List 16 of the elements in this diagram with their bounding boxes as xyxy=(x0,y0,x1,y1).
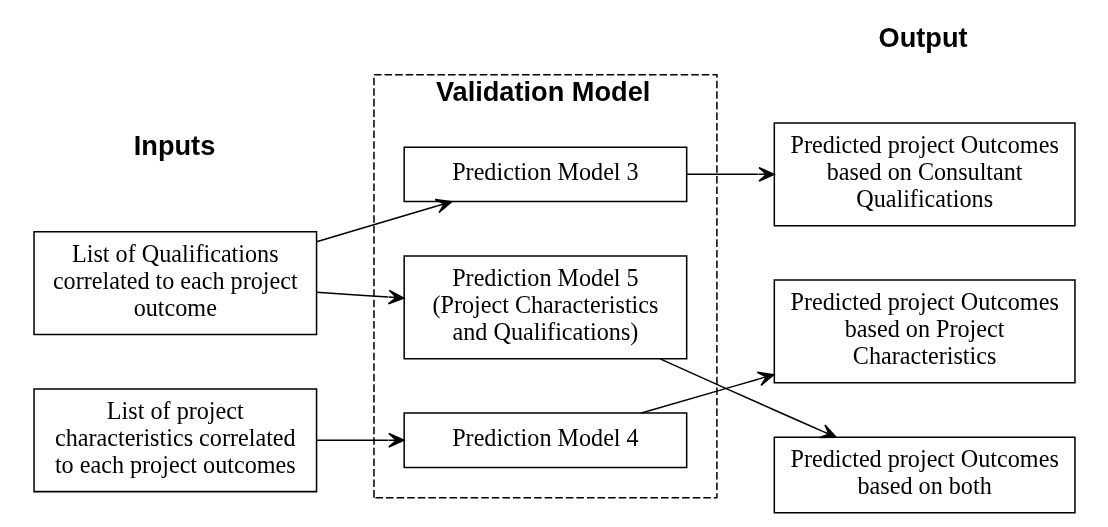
node-box: Predicted project Outcomes based on Project Characteristics xyxy=(773,279,1076,384)
node-box: Prediction Model 5 (Project Characteristics and Qualifications) xyxy=(402,255,687,360)
node-box: Predicted project Outcomes based on Consultant Qualifications xyxy=(773,122,1076,227)
arrow xyxy=(315,289,405,305)
label: Inputs xyxy=(133,130,215,162)
node-box: Prediction Model 4 xyxy=(402,412,687,469)
arrow xyxy=(685,166,775,182)
node-box: Prediction Model 3 xyxy=(402,146,687,203)
node-box: Predicted project Outcomes based on both xyxy=(773,436,1076,514)
node-box: List of Qualifications correlated to each project outcome xyxy=(32,231,317,336)
label: Output xyxy=(878,21,968,53)
arrow xyxy=(315,432,405,448)
arrow xyxy=(658,358,837,439)
node-box: List of project characteristics correlated to each project outcomes xyxy=(32,388,317,493)
arrow xyxy=(315,198,452,243)
arrow xyxy=(640,371,774,414)
